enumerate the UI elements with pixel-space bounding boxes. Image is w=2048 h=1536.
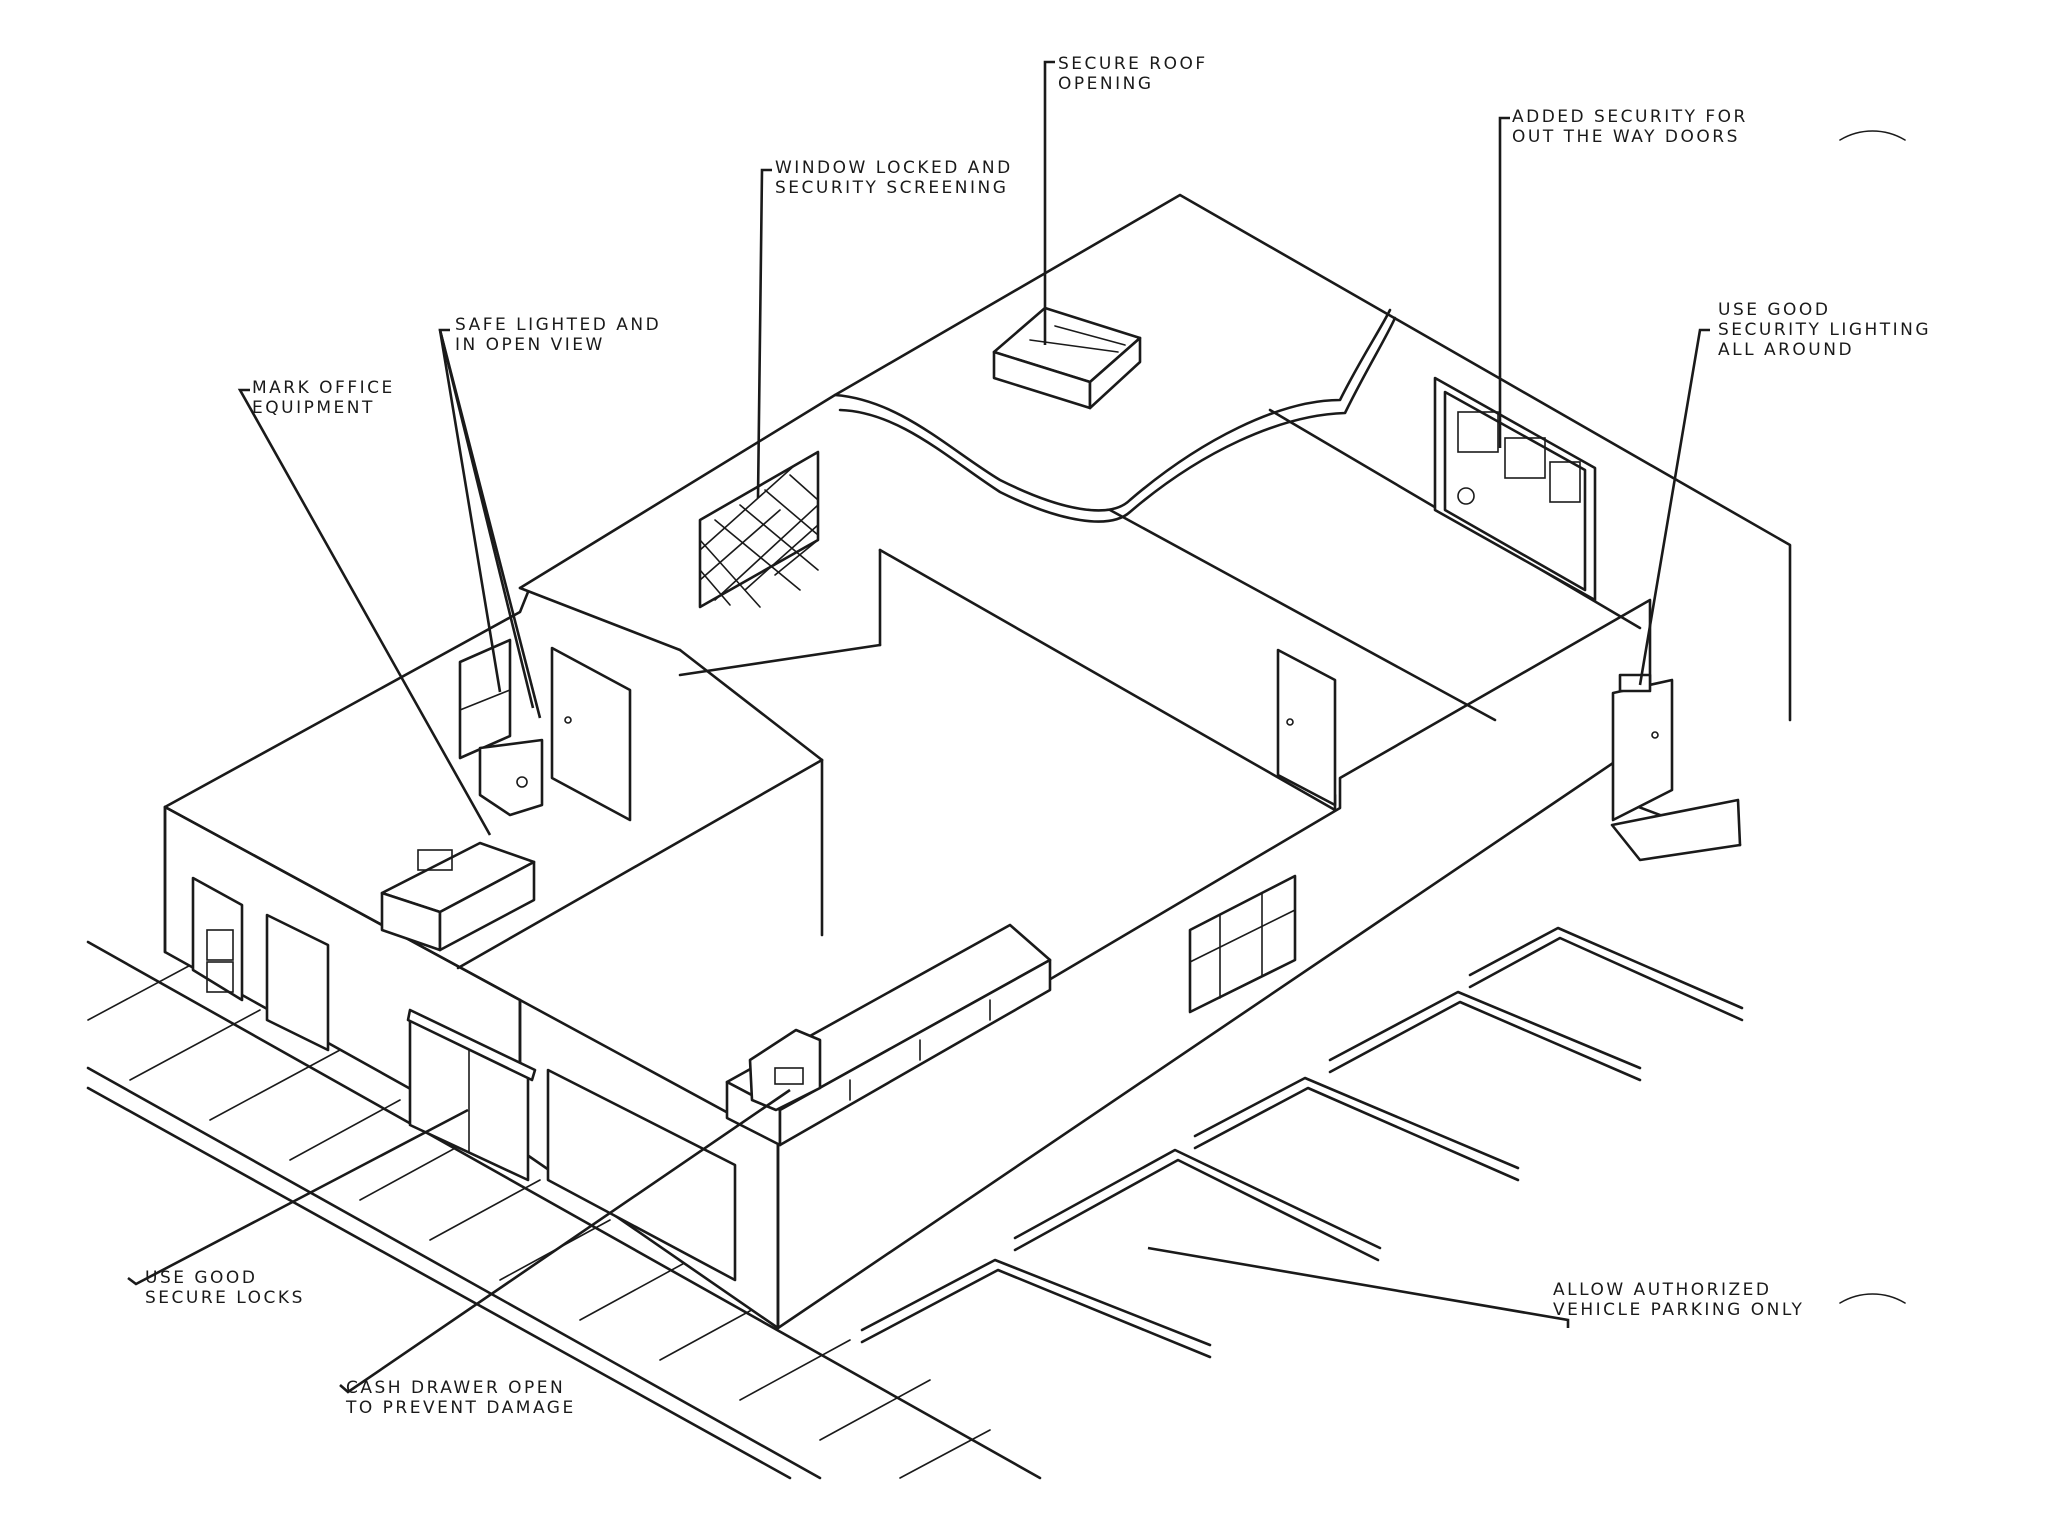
sidewalk: [86, 940, 1042, 1480]
roof-opening-unit: [992, 306, 1142, 410]
label-use-good-secure-locks: USE GOOD SECURE LOCKS: [145, 1268, 305, 1308]
front-glass-doors: [406, 1008, 537, 1182]
building: [163, 193, 1792, 1330]
front-left-windows: [191, 876, 737, 1282]
doors: [550, 646, 1742, 862]
counter: [725, 923, 1052, 1147]
label-added-security-doors: ADDED SECURITY FOR OUT THE WAY DOORS: [1512, 107, 1748, 147]
side-window: [1188, 874, 1297, 1014]
page-marks: [1839, 130, 1906, 1304]
label-cash-drawer-open: CASH DRAWER OPEN TO PREVENT DAMAGE: [346, 1378, 576, 1418]
label-mark-office-equipment: MARK OFFICE EQUIPMENT: [252, 378, 395, 418]
garage-door: [1433, 376, 1597, 602]
label-allow-authorized-parking: ALLOW AUTHORIZED VEHICLE PARKING ONLY: [1553, 1280, 1805, 1320]
label-safe-lighted: SAFE LIGHTED AND IN OPEN VIEW: [455, 315, 662, 355]
label-secure-roof-opening: SECURE ROOF OPENING: [1058, 54, 1208, 94]
parking-stalls: [860, 926, 1744, 1359]
screened-window: [698, 450, 820, 609]
label-use-good-lighting: USE GOOD SECURITY LIGHTING ALL AROUND: [1718, 300, 1932, 360]
security-light: [1618, 673, 1652, 693]
label-window-locked: WINDOW LOCKED AND SECURITY SCREENING: [775, 158, 1013, 198]
leader-lines: [127, 60, 1710, 1394]
